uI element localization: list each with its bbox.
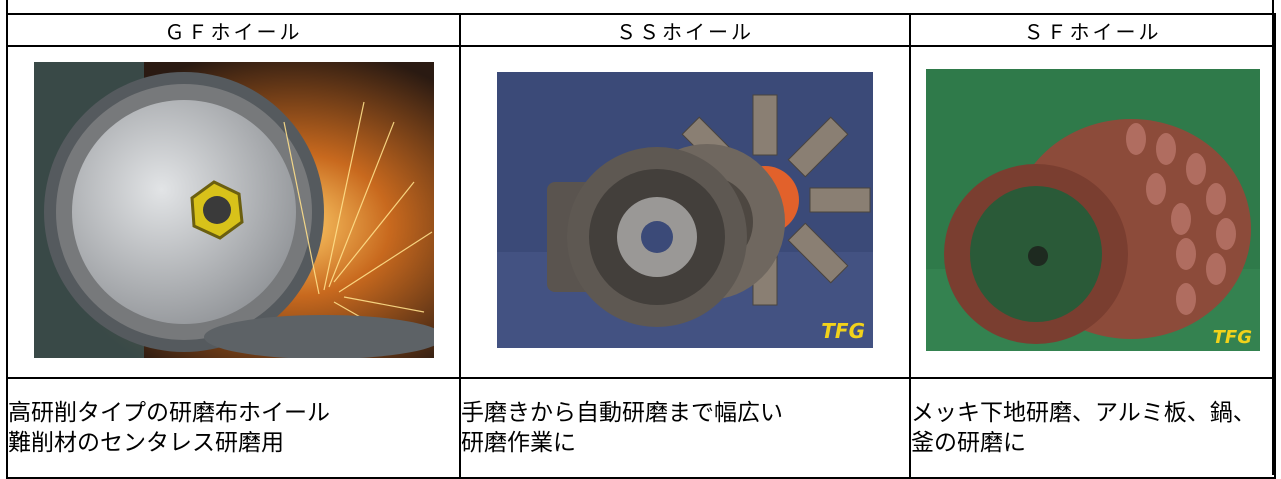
sf-description: メッキ下地研磨、アルミ板、鍋、 釜の研磨に (909, 377, 1276, 479)
sf-desc-line1: メッキ下地研磨、アルミ板、鍋、 (911, 400, 1256, 426)
ss-description: 手磨きから自動研磨まで幅広い 研磨作業に (459, 377, 911, 479)
sf-tfg-logo: TFG (1212, 327, 1251, 348)
sf-wheel-photo: TFG (925, 69, 1260, 351)
ss-image-cell: TFG (459, 45, 911, 379)
gf-wheel-photo (33, 62, 434, 358)
description-row: 高研削タイプの研磨布ホイール 難削材のセンタレス研磨用 手磨きから自動研磨まで幅… (6, 377, 1276, 479)
gf-description: 高研削タイプの研磨布ホイール 難削材のセンタレス研磨用 (6, 377, 461, 479)
sf-image-cell: TFG (909, 45, 1276, 379)
ss-tfg-logo: TFG (821, 319, 865, 343)
product-table: ＧＦホイール ＳＳホイール ＳＦホイール (6, 13, 1276, 479)
product-name-gf: ＧＦホイール (6, 13, 461, 47)
ss-wheel-photo: TFG (497, 72, 873, 348)
sf-desc-line2: 釜の研磨に (911, 430, 1026, 456)
header-row: ＧＦホイール ＳＳホイール ＳＦホイール (6, 13, 1276, 47)
gf-desc-line1: 高研削タイプの研磨布ホイール (8, 400, 330, 426)
gf-desc-line2: 難削材のセンタレス研磨用 (8, 430, 284, 456)
ss-desc-line2: 研磨作業に (461, 430, 576, 456)
image-row: TFG (6, 45, 1276, 379)
product-name-sf: ＳＦホイール (909, 13, 1276, 47)
ss-desc-line1: 手磨きから自動研磨まで幅広い (461, 400, 783, 426)
gf-image-cell (6, 45, 461, 379)
product-name-ss: ＳＳホイール (459, 13, 911, 47)
